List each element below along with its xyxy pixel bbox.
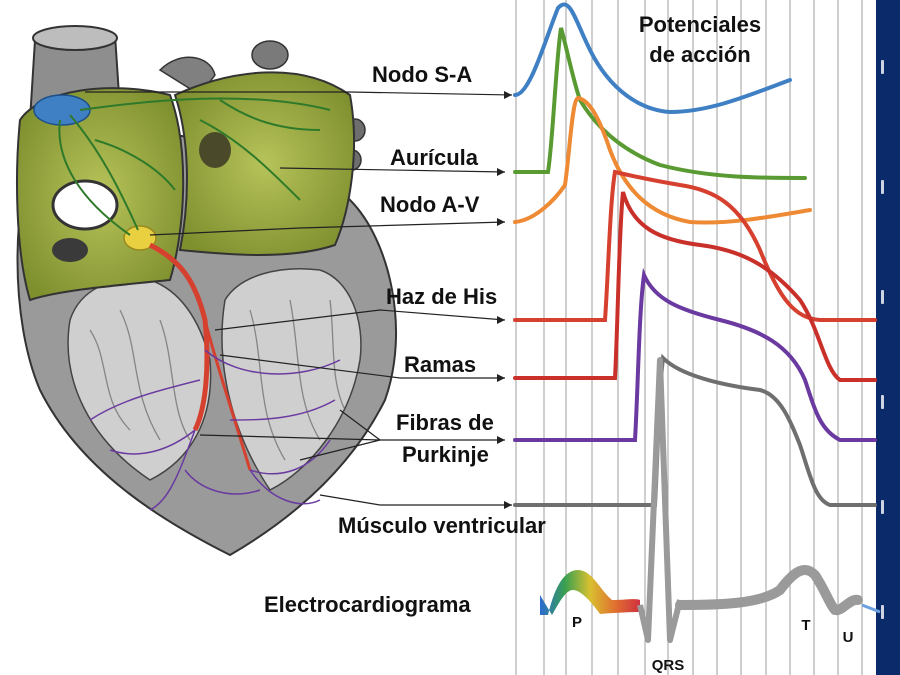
- leader-his: [214, 309, 506, 331]
- label-auricula: Aurícula: [390, 145, 479, 170]
- ecg-t-u-waves: [675, 565, 863, 616]
- heart-illustration: [16, 25, 397, 557]
- leader-lines: [85, 91, 513, 509]
- leader-purkinje-c: [299, 439, 381, 461]
- sidebar-marks: [881, 60, 884, 619]
- leader-purkinje-a-arrow: [497, 436, 505, 444]
- action-potential-curves: [513, 2, 877, 507]
- title-line-1: Potenciales: [639, 12, 761, 37]
- label-purkinje-line-1: Fibras de: [396, 410, 494, 435]
- curve-sa-node: [513, 2, 792, 115]
- sidebar-band: [876, 0, 900, 675]
- sa-node: [33, 94, 91, 126]
- ecg-qrs-label: QRS: [652, 657, 685, 674]
- label-electrocardiograma: Electrocardiograma: [264, 592, 471, 617]
- leader-sa-arrow: [504, 91, 512, 99]
- time-grid: [515, 0, 863, 675]
- label-haz-de-his: Haz de His: [386, 284, 497, 309]
- leader-auricula: [279, 167, 506, 173]
- leader-ramas-arrow: [497, 374, 505, 382]
- ecg-qrs-complex: [637, 357, 683, 643]
- curve-av-node: [513, 95, 812, 225]
- title-line-2: de acción: [649, 42, 750, 67]
- curve-ventricular: [513, 353, 877, 507]
- ecg-t-label: T: [801, 617, 810, 634]
- leader-ramas: [219, 354, 505, 379]
- curve-his: [513, 169, 877, 322]
- leader-av: [149, 221, 506, 236]
- curve-ramas: [513, 191, 877, 382]
- ecg-p-label: P: [572, 614, 582, 631]
- label-ramas: Ramas: [404, 352, 476, 377]
- leader-ventricular: [319, 494, 512, 506]
- ecg-trace: [540, 357, 881, 643]
- purkinje-fibers: [89, 349, 341, 511]
- label-sa-node: Nodo S-A: [372, 62, 472, 87]
- label-musculo-ventricular: Músculo ventricular: [338, 513, 546, 538]
- av-node: [123, 225, 157, 251]
- leader-sa: [85, 91, 513, 96]
- label-av-node: Nodo A-V: [380, 192, 480, 217]
- leader-av-arrow: [497, 218, 505, 226]
- leader-purkinje-b: [339, 409, 381, 441]
- label-purkinje-line-2: Purkinje: [402, 442, 489, 467]
- leader-his-arrow: [497, 316, 505, 324]
- ecg-tail: [861, 603, 881, 614]
- ecg-p-wave: [540, 570, 640, 615]
- leader-ventricular-arrow: [504, 501, 512, 509]
- curve-purkinje: [513, 267, 877, 442]
- ecg-u-label: U: [843, 629, 854, 646]
- leader-auricula-arrow: [497, 168, 505, 176]
